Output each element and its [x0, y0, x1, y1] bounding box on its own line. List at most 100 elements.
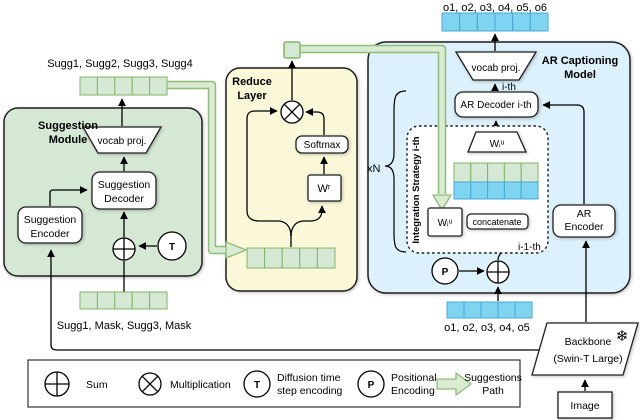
ith-label: i-th — [502, 82, 516, 93]
suggestion-encoder-label: Encoder — [30, 228, 70, 240]
ar-encoder-label: AR — [577, 208, 592, 220]
token-cell — [494, 12, 514, 32]
token-cell — [281, 247, 301, 269]
white-boxes — [17, 51, 639, 419]
ar-vocab-proj — [454, 51, 538, 81]
sugg-output-token-row — [79, 76, 168, 96]
softmax-label: Softmax — [304, 140, 341, 151]
backbone-label: Backbone — [565, 336, 612, 348]
token-cell — [459, 12, 478, 32]
ar-vocab-proj-label: vocab proj. — [472, 63, 521, 74]
suggestion-module-title: Suggestion — [38, 120, 98, 132]
token-cell — [453, 162, 472, 183]
token-cell — [131, 291, 151, 310]
legend-positional-symbol: P — [368, 380, 375, 391]
token-cell — [520, 162, 539, 183]
token-cell — [529, 12, 549, 32]
suggestions-path-1 — [167, 80, 247, 259]
legend-suggestions-path-label: Path — [482, 385, 504, 397]
token-cell — [520, 181, 539, 200]
backbone-parallelogram — [531, 322, 639, 376]
token-cell — [446, 301, 465, 319]
integration-blue-token-row — [453, 181, 539, 200]
prev-step-label: i-1-th — [518, 242, 541, 253]
token-cell — [503, 162, 522, 183]
suggestion-decoder-label: Decoder — [104, 193, 144, 205]
token-cell — [487, 162, 505, 183]
legend-positional-icon — [357, 370, 385, 398]
suggestion-encoder-box — [17, 206, 83, 244]
sugg-input-tokens-label: Sugg1, Mask, Sugg3, Mask — [57, 320, 192, 332]
legend-suggestions-path-icon — [436, 372, 472, 396]
sugg-input-token-row — [79, 291, 168, 310]
backbone-label: (Swin-T Large) — [553, 353, 622, 365]
softmax-box — [295, 135, 349, 154]
suggestion-encoder-label: Suggestion — [24, 214, 77, 226]
token-cell — [96, 291, 116, 310]
ar-encoder-box — [552, 204, 616, 238]
legend-positional-label: Positional — [391, 372, 437, 384]
legend-time-symbol: T — [254, 380, 260, 391]
ar-output-token-row — [441, 12, 549, 32]
token-cell — [114, 291, 133, 310]
token-cell — [149, 291, 168, 310]
concatenate-label: concatenate — [472, 217, 521, 227]
reduce-output-node — [283, 41, 301, 59]
loop-brace — [384, 90, 407, 253]
legend-multiplication-label: Multiplication — [170, 379, 231, 391]
integration-weight-top-label: Wᵢᵘ — [490, 139, 505, 150]
legend-time-label: step encoding — [277, 385, 343, 397]
legend: Sum Multiplication T Diffusion time step… — [27, 359, 522, 408]
token-cell — [503, 181, 522, 200]
operator-circles — [112, 100, 510, 285]
ar-encoder-label: Encoder — [564, 221, 604, 233]
token-cell — [441, 12, 461, 32]
positional-symbol: P — [442, 267, 449, 278]
legend-sum-label: Sum — [86, 379, 108, 391]
ar-decoder-label: AR Decoder i-th — [460, 100, 531, 111]
token-cell — [470, 162, 489, 183]
token-cell — [470, 181, 489, 200]
legend-time-icon — [243, 370, 271, 398]
time-encoding-icon — [157, 231, 187, 261]
time-symbol: T — [169, 242, 175, 253]
suggestions-path-2-tip — [432, 120, 452, 211]
reduce-input-token-row — [246, 247, 336, 269]
token-cell — [79, 291, 98, 310]
ar-output-tokens-label: o1, o2, o3, o4, o5, o6 — [443, 2, 547, 14]
token-cell — [463, 301, 482, 319]
concatenate-box — [466, 213, 529, 230]
token-cell — [246, 247, 266, 269]
integration-green-token-row — [453, 162, 539, 183]
token-cell — [497, 301, 516, 319]
sugg-vocab-proj — [81, 126, 163, 154]
integration-weight-side-label: Wᵢᵘ — [438, 218, 453, 229]
loop-count-label: xN — [367, 163, 381, 175]
integration-strategy-title: Integration Strategy i-th — [411, 136, 422, 243]
suggestion-module-title: Module — [49, 134, 88, 146]
token-cell — [487, 181, 505, 200]
legend-positional-label: Encoding — [391, 385, 435, 397]
token-cell — [453, 181, 472, 200]
token-cell — [114, 76, 133, 96]
suggestion-decoder-label: Suggestion — [98, 179, 151, 191]
token-cell — [512, 12, 531, 32]
token-cell — [264, 247, 283, 269]
image-label: Image — [570, 400, 599, 412]
legend-suggestions-path-label: Suggestions — [464, 372, 522, 384]
image-box — [557, 391, 613, 419]
token-cell — [514, 301, 533, 319]
reduce-weight-label: Wʳ — [317, 183, 330, 195]
positional-encoding-icon — [431, 257, 459, 285]
token-cell — [79, 76, 98, 96]
integration-weight-box — [427, 207, 463, 237]
legend-time-label: Diffusion time — [277, 372, 341, 384]
ar-model-title: Model — [564, 69, 596, 81]
frozen-snowflake-icon: ❄ — [616, 328, 629, 345]
reduce-weight-box — [307, 174, 342, 202]
token-cell — [299, 247, 318, 269]
token-cell — [149, 76, 168, 96]
ar-decoder-box — [454, 91, 539, 118]
